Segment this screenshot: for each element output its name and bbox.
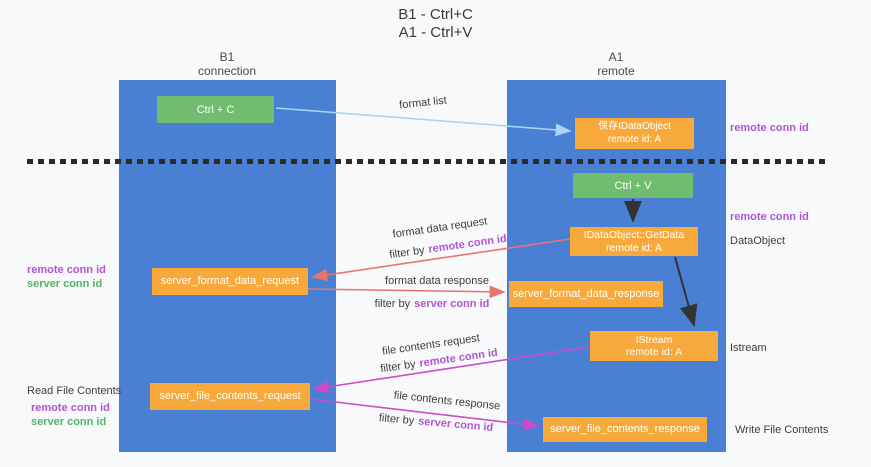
node-ctrl-c-label: Ctrl + C <box>196 103 235 116</box>
label-left-server-conn-format: server conn id <box>27 278 103 290</box>
node-getdata-line2: remote id: A <box>605 241 663 254</box>
label-remote-conn-id-mid: remote conn id <box>730 211 809 223</box>
column-b1-subtitle: connection <box>197 64 257 78</box>
node-file-response-label: server_file_contents_response <box>550 423 700 436</box>
node-ctrl-c: Ctrl + C <box>157 96 274 123</box>
node-istream: IStream remote id: A <box>590 331 718 361</box>
node-file-request-label: server_file_contents_request <box>159 390 301 403</box>
node-server-format-data-response: server_format_data_response <box>509 281 663 307</box>
node-server-file-contents-request: server_file_contents_request <box>150 383 310 410</box>
column-b1-name: B1 <box>219 50 235 64</box>
filter-by-text: filter by <box>379 358 417 376</box>
column-header-a1: A1 remote <box>597 50 634 78</box>
label-left-remote-conn-file: remote conn id <box>31 402 110 414</box>
title-line-1: B1 - Ctrl+C <box>398 6 473 23</box>
filter-by-text: filter by <box>388 244 426 262</box>
filter-by-text: filter by <box>378 412 415 428</box>
node-save-idataobject-line1: 保存IDataObject <box>598 121 671 132</box>
node-save-idataobject: 保存IDataObject remote id: A <box>575 118 694 149</box>
column-header-b1: B1 connection <box>198 50 256 78</box>
label-dataobject: DataObject <box>730 235 786 247</box>
column-a1-name: A1 <box>608 50 624 64</box>
label-read-file-contents: Read File Contents <box>27 385 122 397</box>
edge-label-file-contents-response: file contents response <box>393 389 501 413</box>
edge-label-format-data-response: format data response <box>385 275 489 287</box>
node-ctrl-v: Ctrl + V <box>573 173 693 198</box>
node-format-request-label: server_format_data_request <box>160 275 300 288</box>
server-conn-id-text: server conn id <box>414 298 490 310</box>
node-istream-line2: remote id: A <box>625 346 683 358</box>
edge-label-format-list: format list <box>398 94 448 112</box>
server-conn-id-text: server conn id <box>417 415 494 434</box>
node-format-response-label: server_format_data_response <box>512 287 660 300</box>
node-server-file-contents-response: server_file_contents_response <box>543 417 707 442</box>
label-istream: Istream <box>730 342 767 354</box>
filter-by-text: filter by <box>374 298 411 310</box>
label-remote-conn-id-top: remote conn id <box>730 122 809 134</box>
column-a1-subtitle: remote <box>597 64 635 78</box>
node-ctrl-v-label: Ctrl + V <box>614 179 652 192</box>
machine-boundary-dashed-line <box>27 159 830 164</box>
node-getdata-line1: IDataObject::GetData <box>583 229 685 241</box>
node-server-format-data-request: server_format_data_request <box>152 268 308 295</box>
arrow-format-data-response <box>307 285 506 299</box>
title-line-2: A1 - Ctrl+V <box>398 24 473 41</box>
node-save-idataobject-line2: remote id: A <box>607 133 662 145</box>
diagram-title: B1 - Ctrl+C A1 - Ctrl+V <box>0 6 871 42</box>
label-left-remote-conn-format: remote conn id <box>27 264 106 276</box>
node-istream-line1: IStream <box>635 333 673 346</box>
node-idataobject-getdata: IDataObject::GetData remote id: A <box>570 227 698 256</box>
label-left-server-conn-file: server conn id <box>31 416 107 428</box>
remote-conn-id-text: remote conn id <box>427 232 508 256</box>
label-write-file-contents: Write File Contents <box>735 424 829 436</box>
